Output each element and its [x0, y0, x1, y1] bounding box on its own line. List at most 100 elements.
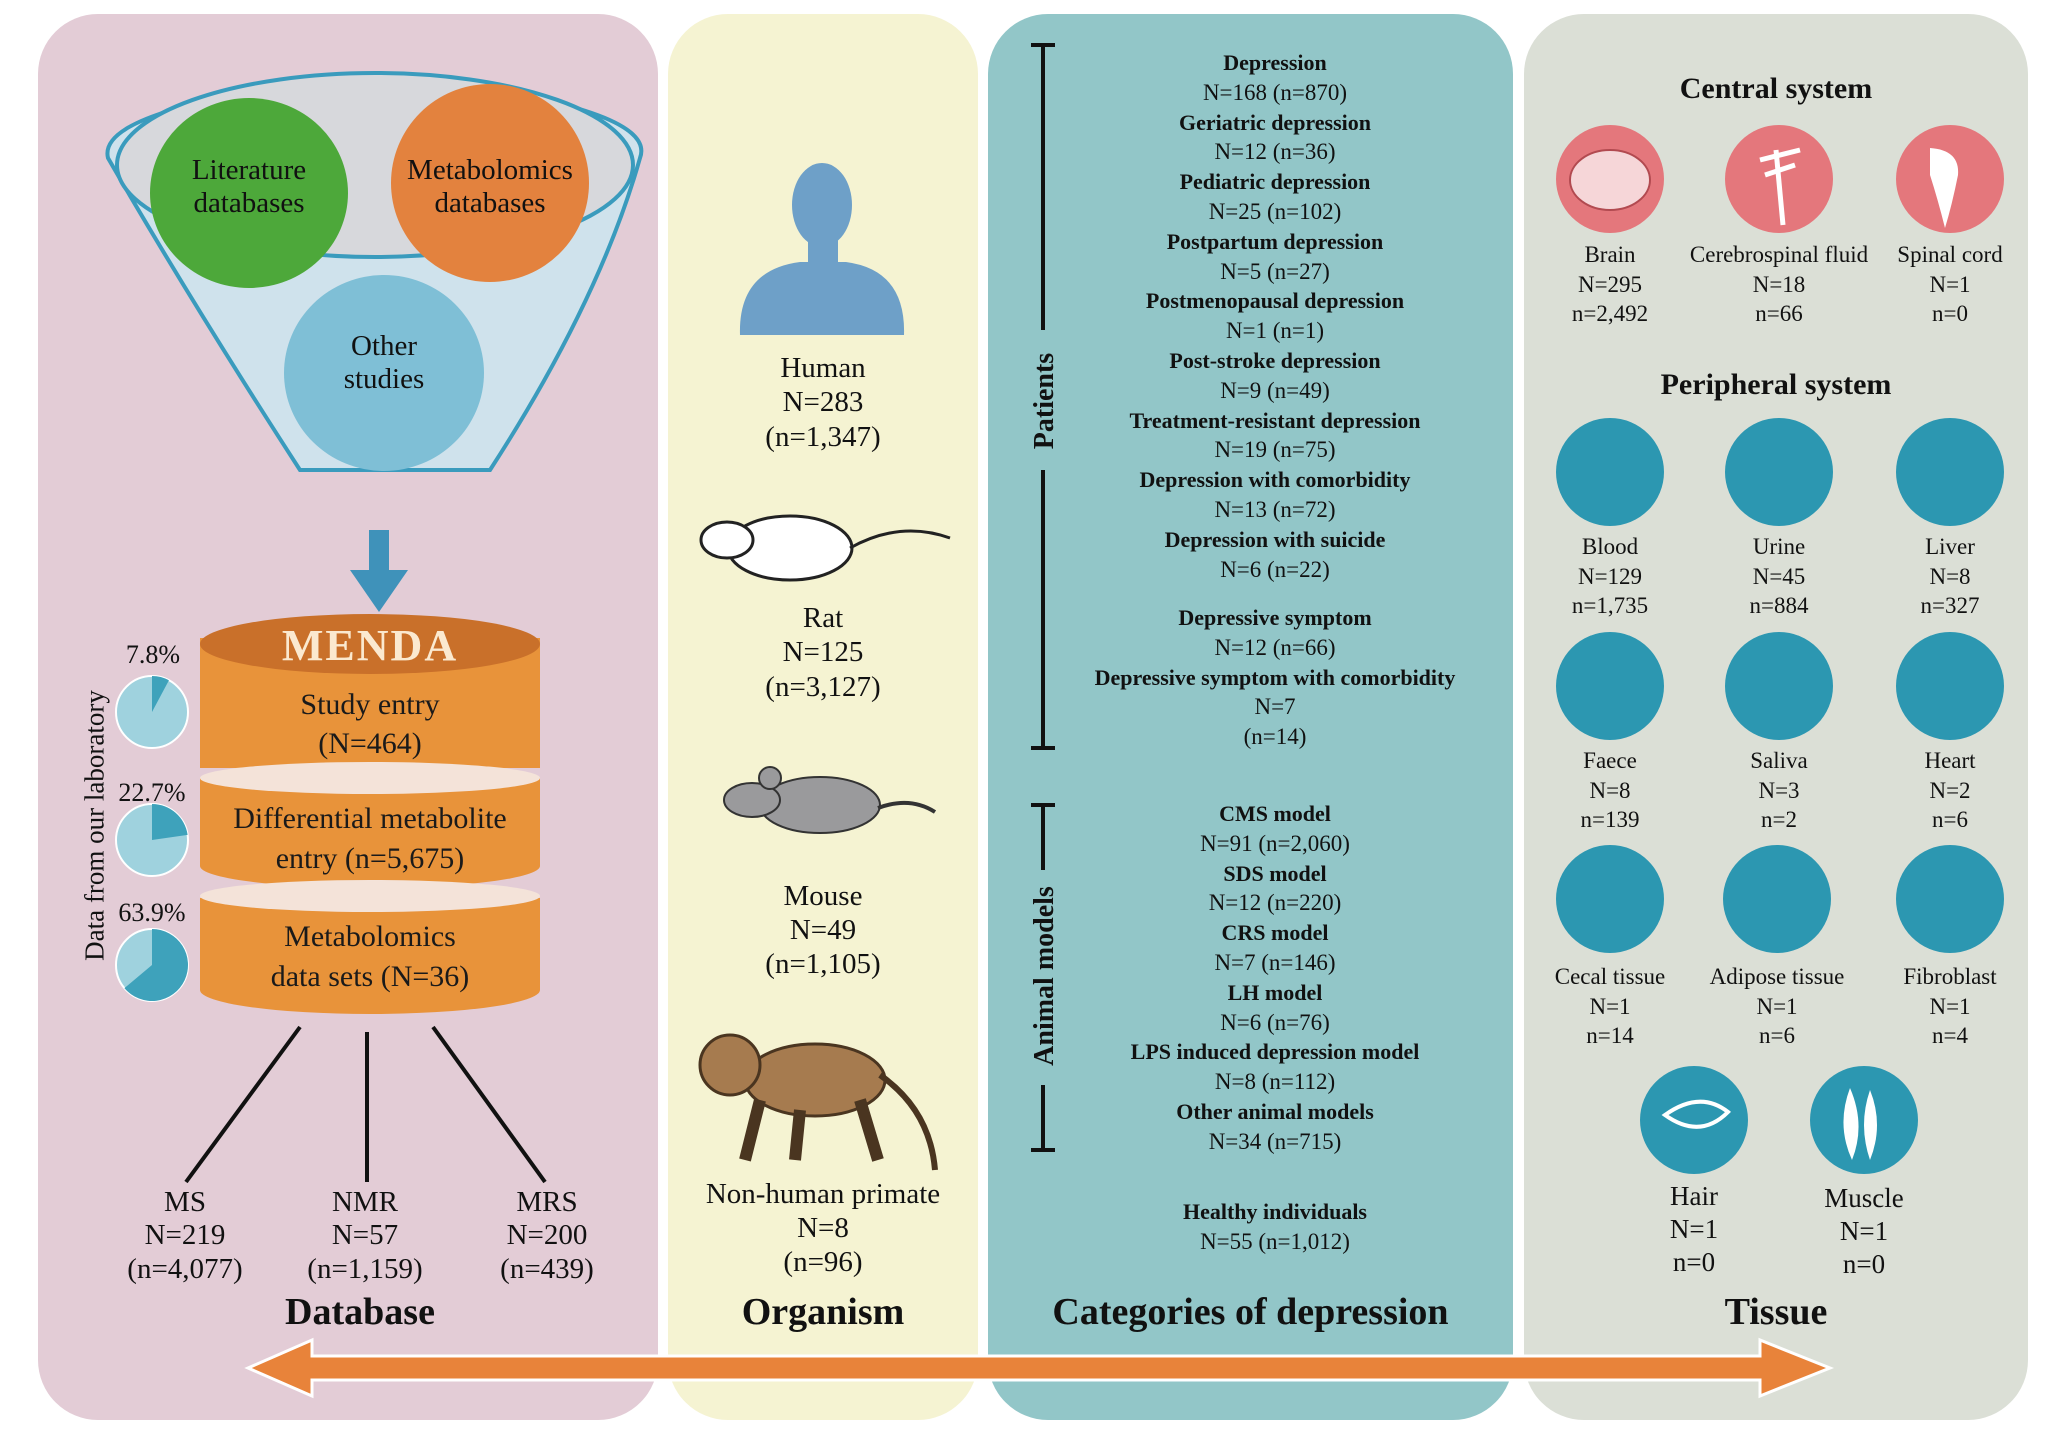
- category-value: (n=14): [1243, 724, 1307, 750]
- primate-icon: [698, 1033, 938, 1171]
- rat-name: Rat: [802, 602, 844, 634]
- saliva-icon: [1725, 632, 1833, 740]
- literature-databases-label: Literature databases: [191, 154, 307, 219]
- rat-n: (n=3,127): [765, 671, 881, 703]
- category-name: Other animal models: [1176, 1098, 1374, 1124]
- differential-entry-label: Differential metabolite: [233, 802, 507, 835]
- category-name: Healthy individuals: [1182, 1199, 1367, 1224]
- category-name: LH model: [1227, 979, 1323, 1005]
- tissue-n: n=139: [1580, 807, 1640, 832]
- tissue-n: n=2: [1761, 807, 1797, 832]
- tissue-N: N=1: [1756, 993, 1798, 1019]
- tissue-name: Spinal cord: [1897, 242, 2003, 267]
- category-value: N=6 (n=76): [1220, 1009, 1330, 1035]
- category-name: Depression with comorbidity: [1139, 467, 1411, 493]
- organism-footer: Organism: [741, 1291, 905, 1333]
- tissue-name: Heart: [1924, 748, 1976, 773]
- category-value: N=91 (n=2,060): [1200, 830, 1350, 856]
- tissue-N: N=45: [1752, 563, 1806, 589]
- tissue-N: N=1: [1589, 993, 1631, 1019]
- tissue-n: n=884: [1749, 593, 1809, 618]
- tissue-name: Cecal tissue: [1554, 964, 1666, 989]
- tissue-name: Blood: [1581, 534, 1639, 559]
- category-name: LPS induced depression model: [1130, 1039, 1420, 1065]
- tissue-n: n=0: [1932, 301, 1968, 326]
- tissue-n: n=14: [1586, 1023, 1634, 1048]
- other-studies-circle: [284, 275, 484, 471]
- tissue-name: Adipose tissue: [1709, 964, 1845, 989]
- tissue-N: N=8: [1929, 563, 1971, 589]
- tissue-n: n=6: [1932, 807, 1968, 832]
- category-value: N=25 (n=102): [1208, 198, 1342, 224]
- study-entry-count: (N=464): [318, 727, 422, 760]
- cylinder-divider-1: [200, 762, 540, 794]
- tissue-name: Hair: [1670, 1181, 1718, 1211]
- tissue-n: n=66: [1755, 301, 1803, 326]
- category-value: N=19 (n=75): [1214, 437, 1336, 463]
- patients-list: Depression N=168 (n=870) Geriatric depre…: [1040, 48, 1510, 584]
- category-name: SDS model: [1223, 860, 1327, 886]
- tissue-name: Fibroblast: [1903, 964, 1997, 989]
- category-value: N=8 (n=112): [1214, 1069, 1336, 1095]
- category-name: CMS model: [1219, 801, 1331, 826]
- tissue-N: N=2: [1929, 777, 1971, 803]
- primate-n: (n=96): [783, 1246, 863, 1278]
- rat-icon: [699, 514, 951, 582]
- method-mrs-name: MRS: [516, 1186, 578, 1218]
- tissue-N: N=129: [1577, 563, 1643, 589]
- category-name: Postmenopausal depression: [1145, 288, 1405, 314]
- muscle-icon: [1810, 1066, 1918, 1174]
- adipose-icon: [1723, 845, 1831, 953]
- cecal-icon: [1556, 845, 1664, 953]
- category-value: N=1 (n=1): [1225, 318, 1325, 344]
- category-name: Pediatric depression: [1179, 169, 1371, 195]
- healthy-entry: Healthy individuals N=55 (n=1,012): [1040, 1197, 1510, 1257]
- tissue-footer: Tissue: [1724, 1291, 1828, 1333]
- category-value: N=9 (n=49): [1220, 377, 1330, 403]
- datasets-entry-label: Metabolomics: [284, 920, 456, 953]
- category-name: CRS model: [1221, 920, 1329, 946]
- urine-icon: [1725, 418, 1833, 526]
- category-value: N=12 (n=66): [1214, 634, 1336, 660]
- tissue-N: N=3: [1758, 777, 1800, 803]
- symptoms-list: Depressive symptom N=12 (n=66) Depressiv…: [1040, 603, 1510, 752]
- metabolomics-databases-label: Metabolomics databases: [407, 154, 573, 219]
- blood-icon: [1556, 418, 1664, 526]
- mouse-n: (n=1,105): [765, 948, 881, 980]
- percent-label-1: 7.8%: [125, 640, 181, 669]
- study-entry-label: Study entry: [300, 688, 440, 721]
- mouse-name: Mouse: [783, 880, 863, 912]
- tissue-n: n=4: [1932, 1023, 1968, 1048]
- central-system-title: Central system: [1679, 72, 1873, 105]
- method-nmr-name: NMR: [331, 1186, 399, 1218]
- category-value: N=6 (n=22): [1220, 556, 1330, 582]
- method-ms-N: N=219: [144, 1219, 226, 1251]
- rat-N: N=125: [782, 636, 864, 668]
- tissue-N: N=18: [1752, 271, 1806, 297]
- method-mrs-N: N=200: [506, 1219, 588, 1251]
- tissue-N: N=8: [1589, 777, 1631, 803]
- method-nmr-N: N=57: [331, 1219, 399, 1251]
- animal-models-list: CMS model N=91 (n=2,060) SDS model N=12 …: [1040, 799, 1510, 1157]
- tissue-n: n=0: [1672, 1247, 1716, 1277]
- tissue-n: n=6: [1759, 1023, 1795, 1048]
- mouse-icon: [723, 766, 937, 834]
- tissue-N: N=1: [1929, 993, 1971, 1019]
- category-name: Depression with suicide: [1164, 526, 1386, 552]
- tissue-name: Urine: [1752, 534, 1806, 559]
- category-name: Post-stroke depression: [1169, 347, 1381, 373]
- pie-slice: [152, 804, 188, 840]
- cylinder-body-3: [200, 898, 540, 1014]
- category-name: Depression: [1223, 50, 1327, 75]
- tissue-name: Brain: [1584, 242, 1636, 267]
- pie-slice: [152, 676, 169, 712]
- method-mrs-n: (n=439): [500, 1253, 594, 1285]
- menda-title: MENDA: [281, 621, 459, 670]
